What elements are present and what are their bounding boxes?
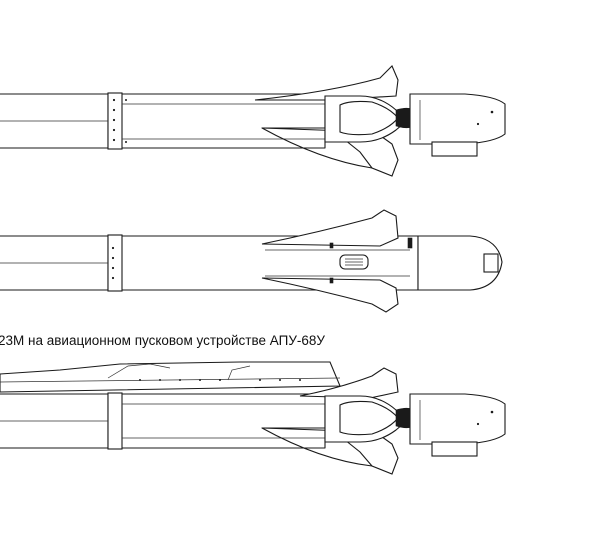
rivet-row xyxy=(111,246,115,280)
launcher-view-missile xyxy=(0,361,506,475)
caption-text: 23М на авиационном пусковом устройстве А… xyxy=(0,333,325,348)
top-view-missile xyxy=(0,65,506,177)
rivet-row xyxy=(112,98,127,143)
caption: 23М на авиационном пусковом устройстве А… xyxy=(0,331,600,351)
side-view-missile xyxy=(0,209,503,313)
